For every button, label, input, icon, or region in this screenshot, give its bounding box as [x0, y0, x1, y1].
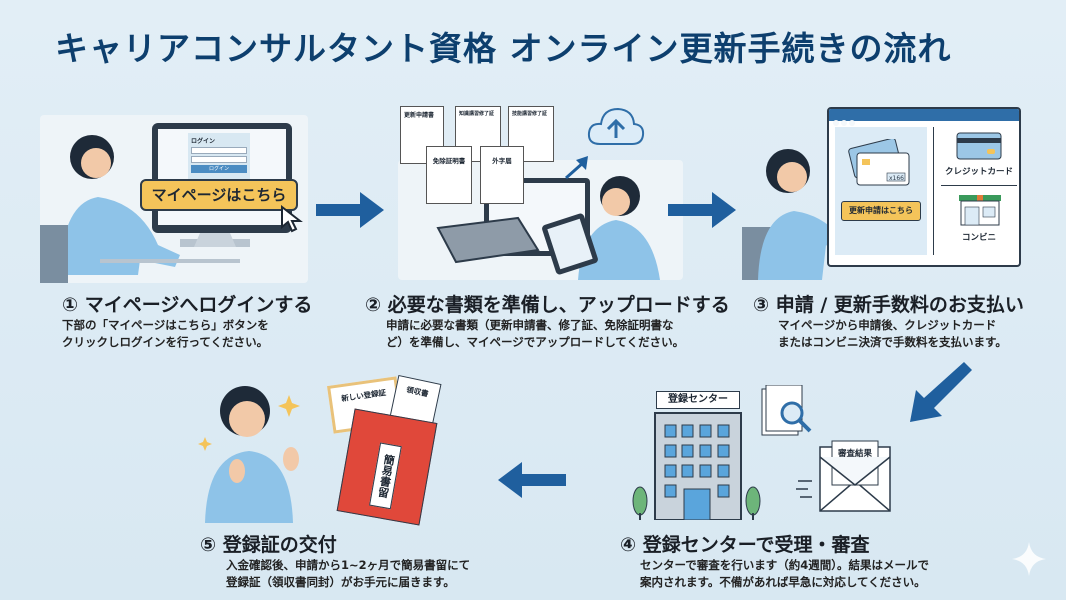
step2-title: ② 必要な書類を準備し、アップロードする [365, 294, 730, 316]
step1-desc: 下部の「マイページはこちら」ボタンを クリックしログインを行ってください。 [62, 317, 269, 351]
doc-label: 免除証明書 [432, 157, 466, 165]
step5-illustration: 新しい登録証 領収書 簡易書留 [195, 374, 455, 526]
step2-desc: 申請に必要な書類（更新申請書、修了証、免除証明書な ど）を準備し、マイページでア… [386, 317, 684, 351]
credit-card-illustration: x166 [848, 139, 910, 186]
window-titlebar [829, 109, 1019, 126]
envelope-label: 簡易書留 [369, 442, 402, 510]
certificate-label: 新しい登録証 [340, 388, 387, 404]
cloud-upload-icon [587, 107, 645, 145]
result-letter-label: 審査結果 [837, 449, 872, 459]
password-field[interactable] [191, 156, 247, 163]
step1-illustration: ログイン ログイン マイページはこちら [40, 115, 308, 283]
convenience-store-option[interactable]: コンビニ [961, 233, 996, 243]
step5-desc: 入金確認後、申請から1~2ヶ月で簡易書留にて 登録証（領収書同封）がお手元に届き… [226, 557, 470, 591]
step1-desc-line: 下部の「マイページはこちら」ボタンを [62, 318, 269, 332]
card-number: x166 [889, 175, 904, 182]
doc-exemption-certificate: 免除証明書 [426, 146, 472, 204]
apply-renewal-button[interactable]: 更新申請はこちら [841, 201, 921, 221]
step4-desc-line: センターで審査を行います（約4週間）。結果はメールで [640, 558, 930, 572]
credit-card-icon [956, 132, 1002, 160]
step2-desc-line: 申請に必要な書類（更新申請書、修了証、免除証明書な [386, 318, 674, 332]
step4-title: ④ 登録センターで受理・審査 [620, 534, 870, 556]
payment-window: x166 更新申請はこちら クレジットカード コンビニ [827, 107, 1021, 267]
happy-person-icon [198, 386, 300, 523]
step3-desc-line: またはコンビニ決済で手数料を支払います。 [778, 335, 1007, 349]
step3-desc-line: マイページから申請後、クレジットカード [778, 318, 997, 332]
registered-mail-envelope: 簡易書留 [336, 408, 438, 526]
arrow-down-left-icon [910, 362, 972, 422]
login-heading: ログイン [191, 138, 216, 145]
cursor-icon [281, 205, 303, 233]
step3-illustration: x166 更新申請はこちら クレジットカード コンビニ [742, 105, 1022, 280]
doc-label: 外字届 [492, 157, 512, 165]
step2-illustration: 更新申請書 知識講習修了証 技能講習修了証 免除証明書 外字届 [398, 100, 683, 280]
username-field[interactable] [191, 147, 247, 154]
step3-desc: マイページから申請後、クレジットカード またはコンビニ決済で手数料を支払います。 [778, 317, 1007, 351]
step5-desc-line: 登録証（領収書同封）がお手元に届きます。 [226, 575, 455, 589]
doc-label: 技能講習修了証 [512, 111, 548, 117]
step4-desc: センターで審査を行います（約4週間）。結果はメールで 案内されます。不備があれば… [640, 557, 929, 591]
step4-desc-line: 案内されます。不備があれば早急に対応してください。 [640, 575, 926, 589]
page-title: キャリアコンサルタント資格 オンライン更新手続きの流れ [55, 29, 952, 68]
mypage-button[interactable]: マイページはこちら [140, 179, 298, 211]
convenience-store-icon [959, 195, 1001, 226]
step1-desc-line: クリックしログインを行ってください。 [62, 335, 269, 349]
arrow-left-icon [498, 462, 566, 498]
step1-title: ① マイページへログインする [62, 294, 313, 316]
step5-title: ⑤ 登録証の交付 [200, 534, 337, 556]
registration-center-building-icon [632, 385, 891, 520]
sparkle-icon [1012, 542, 1046, 576]
doc-external-character-form: 外字届 [480, 146, 524, 204]
login-button[interactable]: ログイン [191, 165, 247, 173]
building-sign: 登録センター [656, 391, 740, 409]
doc-label: 知識講習修了証 [459, 111, 495, 117]
arrow-right-icon [668, 192, 736, 228]
step2-desc-line: ど）を準備し、マイページでアップロードしてください。 [386, 335, 685, 349]
step5-desc-line: 入金確認後、申請から1~2ヶ月で簡易書留にて [226, 558, 471, 572]
credit-card-option[interactable]: クレジットカード [944, 167, 1013, 177]
doc-label: 更新申請書 [404, 112, 435, 119]
arrow-right-icon [316, 192, 384, 228]
doc-skill-course-certificate: 技能講習修了証 [508, 106, 554, 162]
step3-title: ③ 申請 / 更新手数料のお支払い [753, 294, 1024, 316]
receipt-label: 領収書 [405, 385, 430, 399]
step4-illustration: 登録センター 審査結果 [620, 385, 905, 520]
scanner-and-person-icon [436, 156, 660, 280]
